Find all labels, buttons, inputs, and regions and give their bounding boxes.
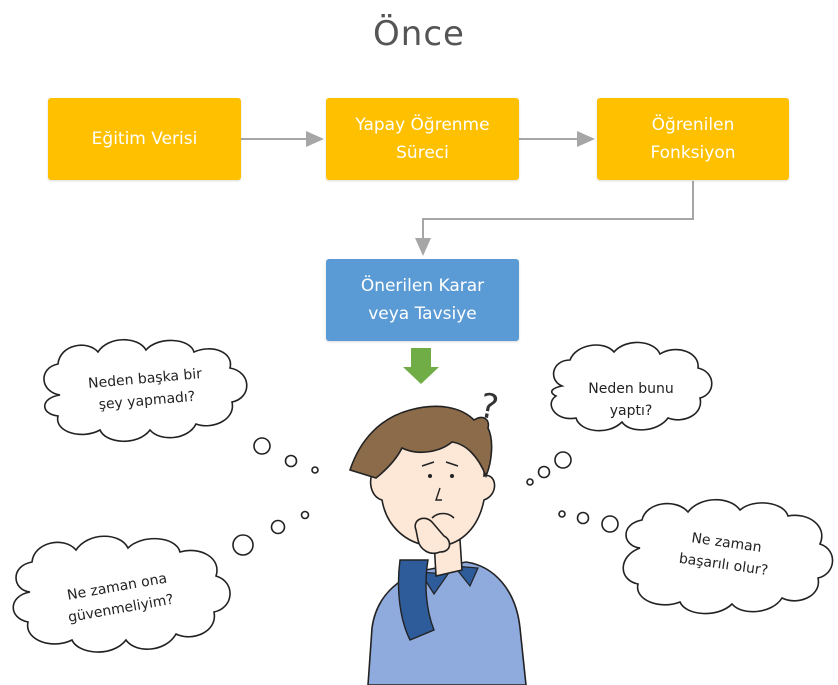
training-data-box: Eğitim Verisi [48, 98, 241, 180]
frown-mouth [431, 512, 455, 519]
ml-process-box: Yapay Öğrenme Süreci [326, 98, 519, 180]
bubble-large-bl [232, 534, 254, 556]
green-down-arrow [403, 348, 439, 384]
thought-cloud-why-not-other [43, 339, 248, 442]
thought-cloud-why-this [550, 341, 713, 432]
bubble-small-br [558, 510, 566, 518]
learned-function-box: Öğrenilen Fonksiyon [597, 98, 789, 180]
hair [348, 405, 493, 479]
thought-cloud-when-trust [12, 535, 231, 653]
ml-process-label: Yapay Öğrenme Süreci [355, 115, 490, 163]
training-data-label: Eğitim Verisi [91, 129, 198, 149]
bubble-large-tr [554, 451, 572, 469]
recommendation-label: Önerilen Karar veya Tavsiye [360, 276, 485, 324]
bubble-large-tl [253, 437, 271, 455]
thought-why-this: Neden bunu yaptı? [588, 381, 674, 419]
shirt [367, 561, 527, 685]
bubble-large-br [601, 515, 619, 533]
confused-person-illustration [348, 405, 527, 685]
bubble-small-bl [300, 510, 310, 520]
thought-cloud-when-succeed [622, 499, 834, 615]
page-title: Önce [373, 14, 465, 54]
sleeve [397, 559, 435, 641]
bubble-mid-tl [284, 454, 298, 468]
recommendation-box: Önerilen Karar veya Tavsiye [326, 259, 519, 341]
bubble-small-tr [526, 478, 534, 486]
bubble-small-tl [311, 466, 319, 474]
bubble-mid-br [576, 511, 590, 525]
hand [414, 517, 451, 555]
collar [418, 565, 479, 596]
bubble-mid-tr [537, 465, 551, 479]
bubble-mid-bl [270, 519, 286, 535]
arrow-function-to-decision [415, 181, 694, 256]
learned-function-label: Öğrenilen Fonksiyon [650, 115, 736, 163]
